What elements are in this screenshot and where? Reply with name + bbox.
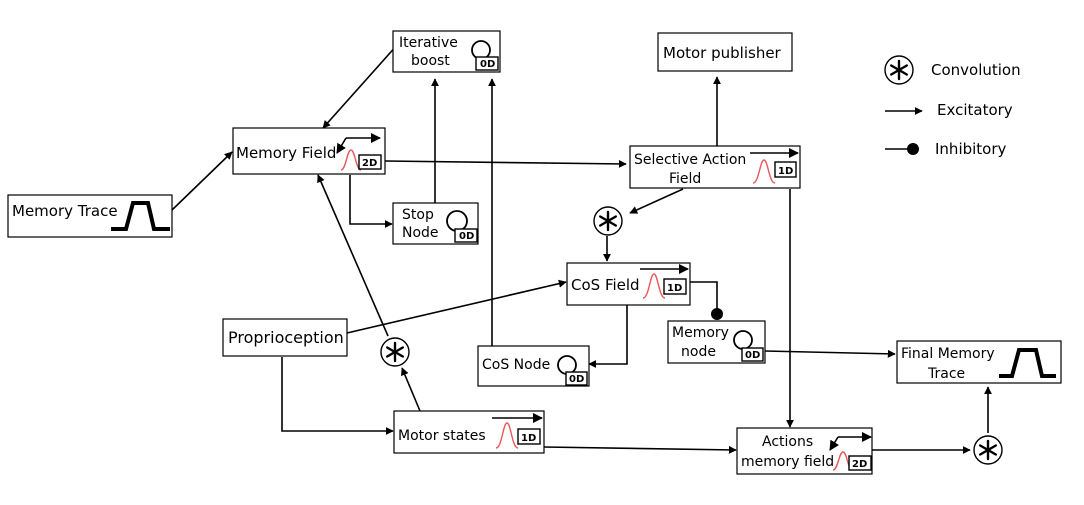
memory-trace-box[interactable]: Memory Trace <box>7 194 173 238</box>
final-memory-trace-box[interactable]: Final Memory Trace <box>896 340 1062 384</box>
dim-badge-1d: 1D <box>667 283 682 294</box>
convolution-node-left <box>380 337 410 367</box>
edge-selective-action-field-to-convolution <box>629 188 684 214</box>
final-memory-trace-label-line2: Trace <box>927 366 965 382</box>
dim-badge-0d: 0D <box>745 350 760 361</box>
edge-convolution-to-memory-field <box>317 174 389 337</box>
legend-convolution-label: Convolution <box>931 61 1021 79</box>
dim-badge-1d: 1D <box>521 433 536 444</box>
inhibitory-dot <box>711 308 723 320</box>
dim-badge-0d: 0D <box>480 59 495 70</box>
edge-memory-field-to-stop-node <box>349 175 393 228</box>
dim-badge-0d: 0D <box>569 374 584 385</box>
edge-memory-field-to-selective-action-field <box>384 159 627 168</box>
legend-inhibitory-dot-icon <box>907 143 919 155</box>
final-memory-trace-label-line1: Final Memory <box>901 346 995 362</box>
motor-states-box[interactable]: Motor states 1D <box>393 410 545 454</box>
zero-d-node-icon <box>557 355 577 375</box>
edge-cos-field-to-memory-node-inhibitory <box>690 281 718 310</box>
trace-pulse-icon <box>999 348 1056 378</box>
actions-memory-field-label-line1: Actions <box>762 434 813 450</box>
legend-convolution-icon <box>884 55 914 85</box>
memory-trace-label: Memory Trace <box>12 202 118 220</box>
zero-d-node-icon <box>446 210 468 232</box>
selective-action-field-label-line1: Selective Action <box>634 152 746 168</box>
convolution-node-bottom-right <box>973 435 1003 465</box>
legend-excitatory-label: Excitatory <box>937 101 1013 119</box>
motor-publisher-box[interactable]: Motor publisher <box>657 32 793 72</box>
gaussian-icon <box>340 149 362 171</box>
cos-node-label: CoS Node <box>482 357 550 373</box>
iterative-boost-label-line2: boost <box>411 53 450 69</box>
edge-cos-field-to-cos-node <box>588 305 628 368</box>
memory-field-box[interactable]: Memory Field 2D <box>232 127 386 175</box>
stop-node-box[interactable]: Stop Node 0D <box>392 202 479 245</box>
dim-badge-0d: 0D <box>459 231 474 242</box>
gaussian-icon <box>752 159 776 184</box>
asterisk-icon <box>598 210 618 232</box>
asterisk-icon <box>385 341 405 363</box>
iterative-boost-label-line1: Iterative <box>399 35 458 51</box>
axis-icon-vertical <box>336 137 347 154</box>
edge-motor-states-to-convolution <box>401 367 421 412</box>
motor-states-label: Motor states <box>398 428 486 444</box>
memory-field-label: Memory Field <box>236 144 336 162</box>
gaussian-icon <box>495 422 519 449</box>
edge-proprioception-to-cos-field <box>346 279 567 334</box>
cos-field-label: CoS Field <box>571 276 640 294</box>
edge-iterative-boost-to-memory-field <box>322 43 399 129</box>
cos-node-box[interactable]: CoS Node 0D <box>477 345 590 387</box>
zero-d-node-icon <box>471 40 491 60</box>
actions-memory-field-label-line2: memory field <box>741 454 834 470</box>
edge-memory-node-to-final-memory-trace <box>764 349 896 358</box>
edge-memory-trace-to-memory-field <box>171 151 233 211</box>
proprioception-label: Proprioception <box>228 328 344 347</box>
dim-badge-1d: 1D <box>778 166 793 177</box>
actions-memory-field-box[interactable]: Actions memory field 2D <box>736 427 873 475</box>
edge-motor-states-to-actions-memory-field <box>543 445 737 454</box>
iterative-boost-box[interactable]: Iterative boost 0D <box>392 30 501 73</box>
gaussian-icon <box>642 273 666 299</box>
asterisk-icon <box>978 439 998 461</box>
dim-badge-2d: 2D <box>852 459 867 470</box>
cos-field-box[interactable]: CoS Field 1D <box>566 262 691 306</box>
axis-icon-vertical <box>829 436 839 451</box>
stop-node-label-line2: Node <box>402 225 439 241</box>
trace-pulse-icon <box>111 201 170 231</box>
memory-node-box[interactable]: Memory node 0D <box>667 320 766 364</box>
dim-badge-2d: 2D <box>362 158 377 169</box>
selective-action-field-label-line2: Field <box>669 171 701 187</box>
zero-d-node-icon <box>733 330 753 350</box>
memory-node-label-line1: Memory <box>672 325 729 341</box>
edge-proprioception-to-motor-states <box>281 357 394 435</box>
legend: Convolution Excitatory Inhibitory <box>884 55 1021 158</box>
motor-publisher-label: Motor publisher <box>663 44 782 62</box>
stop-node-label-line1: Stop <box>402 207 434 223</box>
proprioception-box[interactable]: Proprioception <box>222 318 348 357</box>
edges <box>171 43 992 454</box>
memory-node-label-line2: node <box>681 344 716 360</box>
convolution-node-top <box>593 206 623 236</box>
legend-inhibitory-label: Inhibitory <box>935 140 1007 158</box>
selective-action-field-box[interactable]: Selective Action Field 1D <box>629 145 801 189</box>
